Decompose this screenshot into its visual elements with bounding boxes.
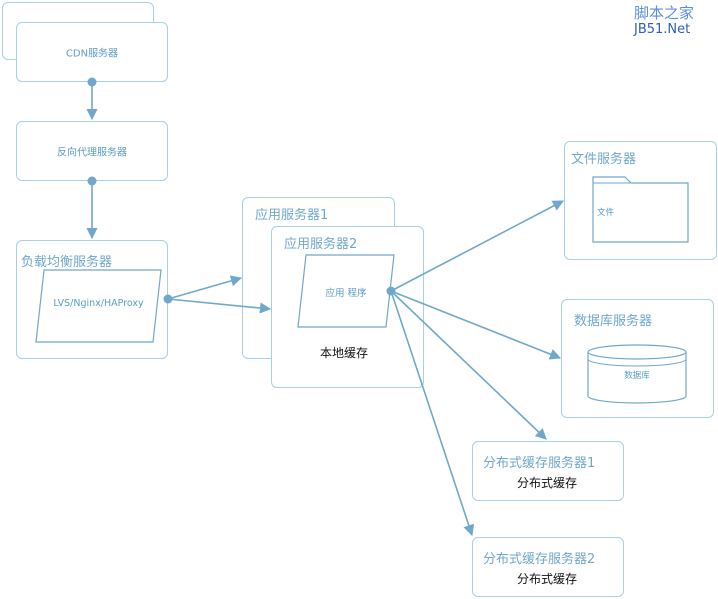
connector-lb-to-app1 [167,275,243,300]
logo-line-1: 脚本之家 [634,4,695,22]
cache-server-1-box: 分布式缓存服务器1 分布式缓存 [472,441,624,501]
cdn-server-label: CDN服务器 [65,48,119,60]
cache-server-2-box: 分布式缓存服务器2 分布式缓存 [472,537,624,597]
connector-dot-app [386,286,396,296]
db-server-title: 数据库服务器 [574,314,653,329]
logo-line-2: JB51.Net [634,22,691,37]
connector-dot-cdn [87,77,97,87]
file-server-title: 文件服务器 [571,152,637,167]
app-server-1-title: 应用服务器1 [255,208,329,223]
local-cache-label: 本地缓存 [320,346,369,360]
connector-dot-lb [163,294,173,304]
app-server-2-title: 应用服务器2 [284,237,358,252]
cache-server-2-label: 分布式缓存 [517,572,578,586]
cache-server-1-title: 分布式缓存服务器1 [483,456,596,471]
cache-server-2-title: 分布式缓存服务器2 [483,552,596,567]
cache-server-1-label: 分布式缓存 [517,476,578,490]
app-program-label: 应用 程序 [325,288,367,299]
file-label: 文件 [597,208,615,218]
connector-lb-to-app2 [167,298,272,314]
site-logo: 脚本之家 JB51.Net [632,2,712,40]
connector-app-to-cache2 [390,290,475,537]
connector-app-to-cache1 [390,290,547,440]
connector-app-to-db [390,290,562,360]
lvs-label: LVS/Nginx/HAProxy [53,298,144,309]
db-label: 数据库 [624,371,650,381]
reverse-proxy-box: 反向代理服务器 [16,121,168,181]
load-balancer-title: 负载均衡服务器 [21,255,113,270]
connector-dot-proxy [87,176,97,186]
connector-app-to-file [390,200,564,292]
reverse-proxy-label: 反向代理服务器 [57,147,127,159]
